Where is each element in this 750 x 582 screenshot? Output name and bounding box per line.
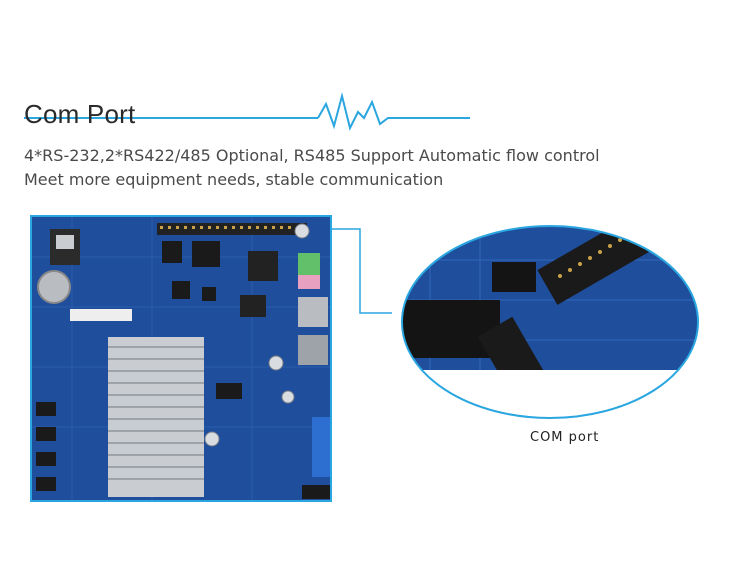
description-line-2: Meet more equipment needs, stable commun… [24, 170, 444, 189]
page-title: Com Port [24, 99, 136, 130]
feature-description: 4*RS-232,2*RS422/485 Optional, RS485 Sup… [24, 144, 600, 192]
zoom-caption: COM port [530, 430, 600, 445]
description-line-1: 4*RS-232,2*RS422/485 Optional, RS485 Sup… [24, 146, 600, 165]
motherboard-photo [30, 215, 332, 502]
title-underline-wave [24, 92, 470, 131]
